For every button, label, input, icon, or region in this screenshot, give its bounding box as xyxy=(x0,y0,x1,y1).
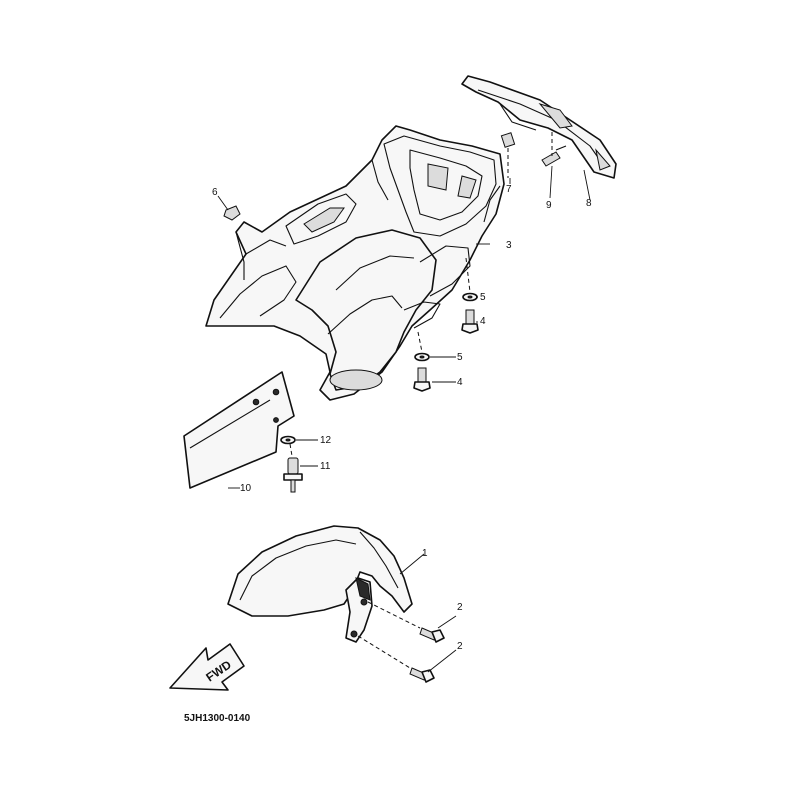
callout-6: 6 xyxy=(212,187,218,198)
bolt-4-lower xyxy=(413,367,431,392)
callout-4-lower: 4 xyxy=(457,377,463,388)
bolt-2-lower xyxy=(409,667,435,683)
license-plate-bracket xyxy=(183,371,295,489)
clip-nut-7 xyxy=(500,132,516,148)
callout-3: 3 xyxy=(506,240,512,251)
washer-5-lower xyxy=(414,352,430,362)
callout-11: 11 xyxy=(320,461,331,472)
callout-8: 8 xyxy=(586,198,592,209)
diagram-code: 5JH1300-0140 xyxy=(184,713,251,724)
callout-1: 1 xyxy=(422,548,428,559)
callout-2-lower: 2 xyxy=(457,641,463,652)
dashed-line-upper xyxy=(465,257,471,293)
bolt-4-upper xyxy=(461,309,479,334)
leader-lines xyxy=(217,165,591,673)
bolt-2-upper xyxy=(419,627,445,643)
callout-5-upper: 5 xyxy=(480,292,486,303)
grommet-11 xyxy=(283,457,303,493)
callout-4-upper: 4 xyxy=(480,316,486,327)
front-fender xyxy=(227,525,413,643)
screw-9 xyxy=(541,145,567,167)
dashed-line-2-upper xyxy=(367,601,421,629)
dashed-line-2-lower xyxy=(357,635,411,669)
callout-2-upper: 2 xyxy=(457,602,463,613)
washer-12 xyxy=(280,435,296,445)
dashed-line-11 xyxy=(289,443,293,457)
dashed-line-lower xyxy=(417,331,423,353)
callout-9: 9 xyxy=(546,200,552,211)
callout-12: 12 xyxy=(320,435,332,446)
washer-5-upper xyxy=(462,292,478,302)
callout-5-lower: 5 xyxy=(457,352,463,363)
forward-arrow-icon: FWD xyxy=(169,643,245,691)
callout-7: 7 xyxy=(506,184,512,195)
body-cover xyxy=(205,125,505,401)
callout-10: 10 xyxy=(240,483,252,494)
rear-grab-cover xyxy=(461,75,617,179)
